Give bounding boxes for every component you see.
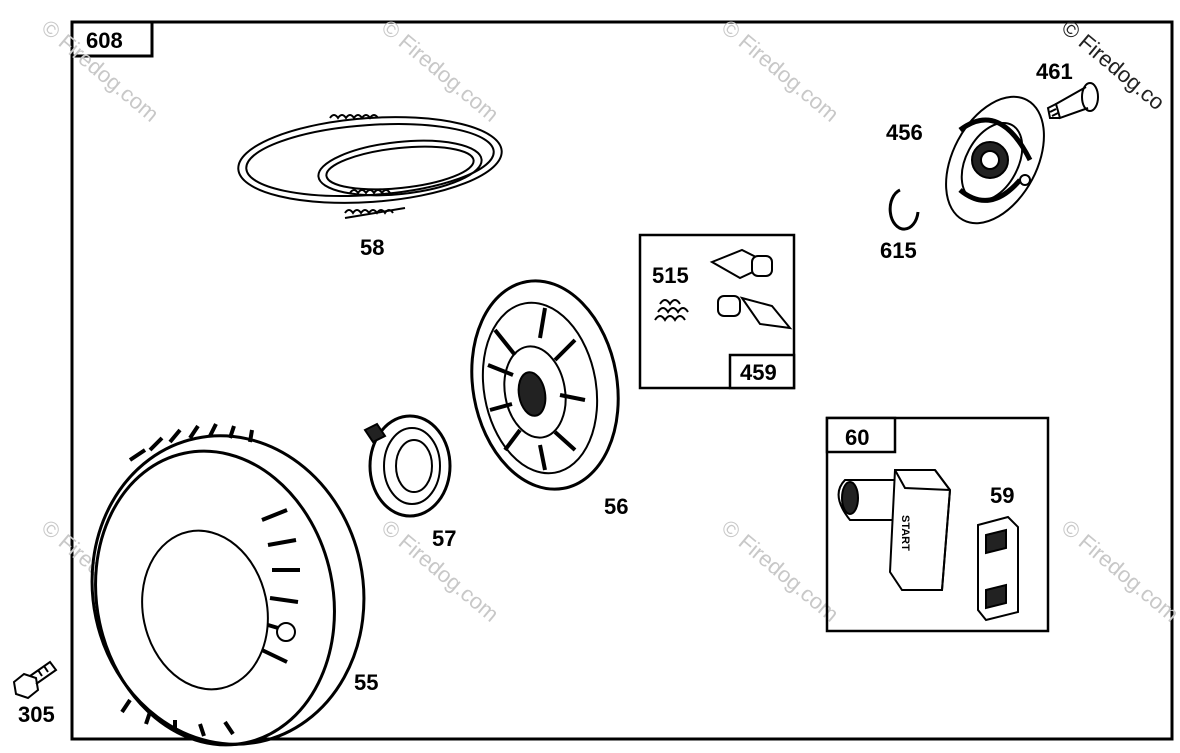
- part-pawls: [709, 248, 793, 330]
- frame-label-box: [70, 20, 154, 58]
- part-recoil-spring: [363, 414, 452, 518]
- handle-kit-box: [825, 416, 1050, 633]
- part-handle-insert: [977, 515, 1019, 622]
- watermark: © Firedog.com: [717, 15, 844, 127]
- part-retainer-ring: [888, 188, 920, 231]
- part-pawl-springs: [654, 299, 689, 322]
- watermark: © Firedog.com: [717, 515, 844, 627]
- part-shoulder-bolt: [1046, 82, 1099, 120]
- part-pawl-plate: [945, 95, 1045, 225]
- label-56: 56: [604, 494, 628, 519]
- frame-label: 608: [86, 28, 123, 53]
- label-456: 456: [886, 120, 923, 145]
- label-59: 59: [990, 483, 1014, 508]
- label-55: 55: [354, 670, 378, 695]
- watermark: © Firedog.com: [377, 15, 504, 127]
- part-pulley: [470, 279, 620, 491]
- pawl-kit-box: [638, 233, 796, 390]
- part-screw: [12, 660, 58, 700]
- label-57: 57: [432, 526, 456, 551]
- handle-start-text: START: [899, 515, 911, 551]
- diagram-frame: [70, 20, 1174, 741]
- part-rope: [237, 114, 503, 219]
- part-blower-housing: [90, 423, 366, 747]
- label-58: 58: [360, 235, 384, 260]
- pawl-kit-label-box: [728, 353, 796, 390]
- label-60: 60: [845, 425, 869, 450]
- label-615: 615: [880, 238, 917, 263]
- part-starter-handle: START: [837, 469, 952, 591]
- watermark-corner: © Firedog.co: [1057, 15, 1170, 115]
- label-305: 305: [18, 702, 55, 727]
- handle-kit-label-box: [825, 416, 897, 454]
- label-459: 459: [740, 360, 777, 385]
- label-515: 515: [652, 263, 689, 288]
- watermark: © Firedog.com: [1057, 515, 1180, 627]
- label-461: 461: [1036, 59, 1073, 84]
